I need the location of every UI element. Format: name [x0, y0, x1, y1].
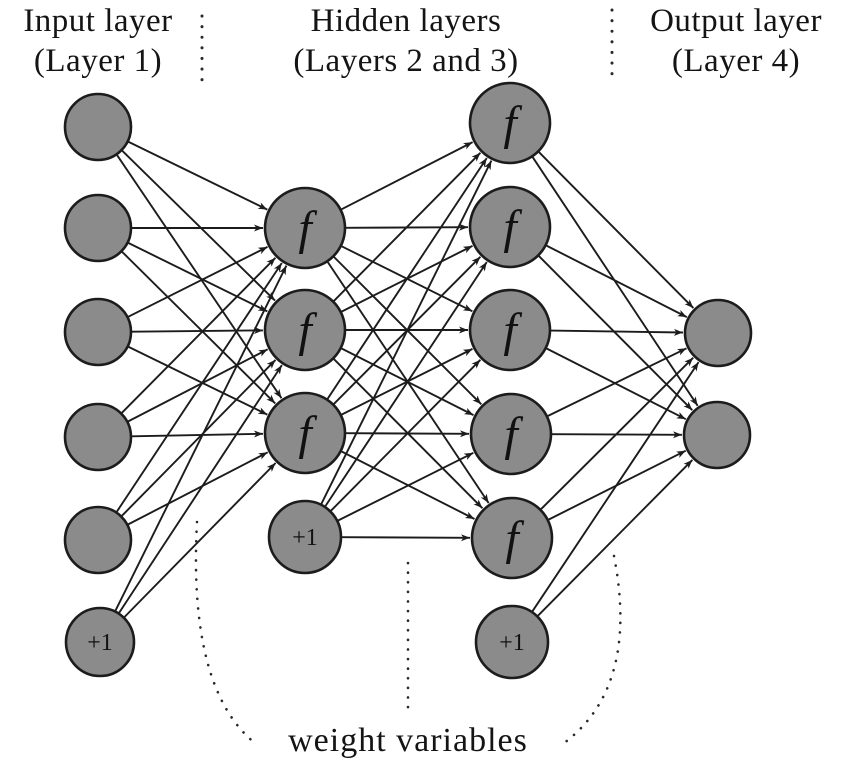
- edge-in2-h1-3: [121, 251, 276, 405]
- dotted-guides-group: [194, 8, 622, 748]
- edge-h2-1-out1: [538, 151, 695, 309]
- output-layer-heading: Output layer (Layer 4): [606, 1, 853, 81]
- edge-in5-h1-1: [116, 262, 283, 513]
- node-h2-3: [468, 288, 552, 372]
- node-out2: [682, 400, 752, 470]
- edge-h1-bias-h2-2: [324, 261, 488, 507]
- edge-in-bias-h1-1: [114, 265, 288, 612]
- edge-in3-h1-3: [128, 346, 268, 416]
- edge-h1-1-h2-1: [341, 141, 474, 211]
- edge-in1-h1-3: [116, 154, 283, 399]
- edge-h1-bias-h2-4: [337, 451, 474, 522]
- node-h2-bias: [474, 604, 550, 680]
- edge-h2-3-out1: [550, 328, 684, 336]
- edge-h2-bias-out2: [537, 459, 694, 617]
- node-in2: [63, 193, 133, 263]
- edge-h1-bias-h2-1: [320, 160, 493, 505]
- edge-in5-h1-3: [127, 451, 269, 526]
- node-label-h2-bias: +1: [499, 630, 525, 656]
- node-h1-2: [263, 288, 347, 372]
- weight-leader-left: [194, 520, 258, 746]
- edge-h1-3-h2-1: [326, 157, 488, 400]
- node-h2-2: [468, 185, 552, 269]
- node-h1-3: [263, 391, 347, 475]
- node-h2-1: [468, 81, 552, 165]
- edge-in1-h1-1: [128, 141, 268, 211]
- node-h2-4: [469, 392, 553, 476]
- node-in3: [63, 297, 133, 367]
- edge-h2-bias-out1: [531, 361, 700, 612]
- node-h1-1: [263, 186, 347, 270]
- node-h2-5: [470, 496, 554, 580]
- edge-h2-2-out1: [546, 244, 688, 318]
- weight-variables-label: weight variables: [288, 722, 528, 759]
- node-label-in-bias: +1: [87, 630, 113, 656]
- edge-h1-bias-h2-3: [330, 359, 482, 512]
- node-out1: [683, 298, 753, 368]
- edge-h1-2-h2-1: [333, 152, 482, 302]
- edge-h2-3-out2: [546, 347, 687, 421]
- node-in-bias: [64, 606, 136, 678]
- input-layer-title: Input layer: [23, 3, 173, 39]
- input-layer-subtitle: (Layer 1): [33, 43, 163, 79]
- edge-in5-h1-2: [121, 359, 277, 517]
- output-layer-title: Output layer: [650, 3, 822, 39]
- node-label-h1-bias: +1: [292, 525, 318, 551]
- output-layer-subtitle: (Layer 4): [671, 43, 801, 79]
- node-h1-bias: [267, 499, 343, 575]
- edge-h2-4-out1: [547, 347, 687, 417]
- edge-in4-h1-3: [131, 430, 264, 438]
- edge-in3-h1-2: [131, 326, 264, 334]
- edges-group: [114, 141, 700, 618]
- edge-in1-h1-2: [121, 150, 276, 302]
- edge-h1-bias-h2-5: [341, 534, 471, 542]
- edge-h2-5-out1: [540, 357, 694, 510]
- node-in1: [63, 92, 133, 162]
- edge-in-bias-h1-2: [118, 364, 283, 614]
- hidden-layers-title: Hidden layers: [310, 3, 502, 39]
- hidden-layers-heading: Hidden layers (Layers 2 and 3): [246, 1, 566, 81]
- edge-in4-h1-2: [127, 348, 269, 423]
- edge-in4-h1-1: [121, 257, 277, 414]
- edge-in3-h1-1: [127, 246, 268, 318]
- edge-in2-h1-2: [128, 242, 268, 313]
- weight-leader-right: [558, 554, 622, 748]
- node-in4: [63, 402, 133, 472]
- hidden-layers-subtitle: (Layers 2 and 3): [293, 43, 519, 79]
- input-layer-heading: Input layer (Layer 1): [0, 1, 196, 81]
- node-in5: [63, 505, 133, 575]
- edge-in-bias-h1-3: [123, 462, 277, 618]
